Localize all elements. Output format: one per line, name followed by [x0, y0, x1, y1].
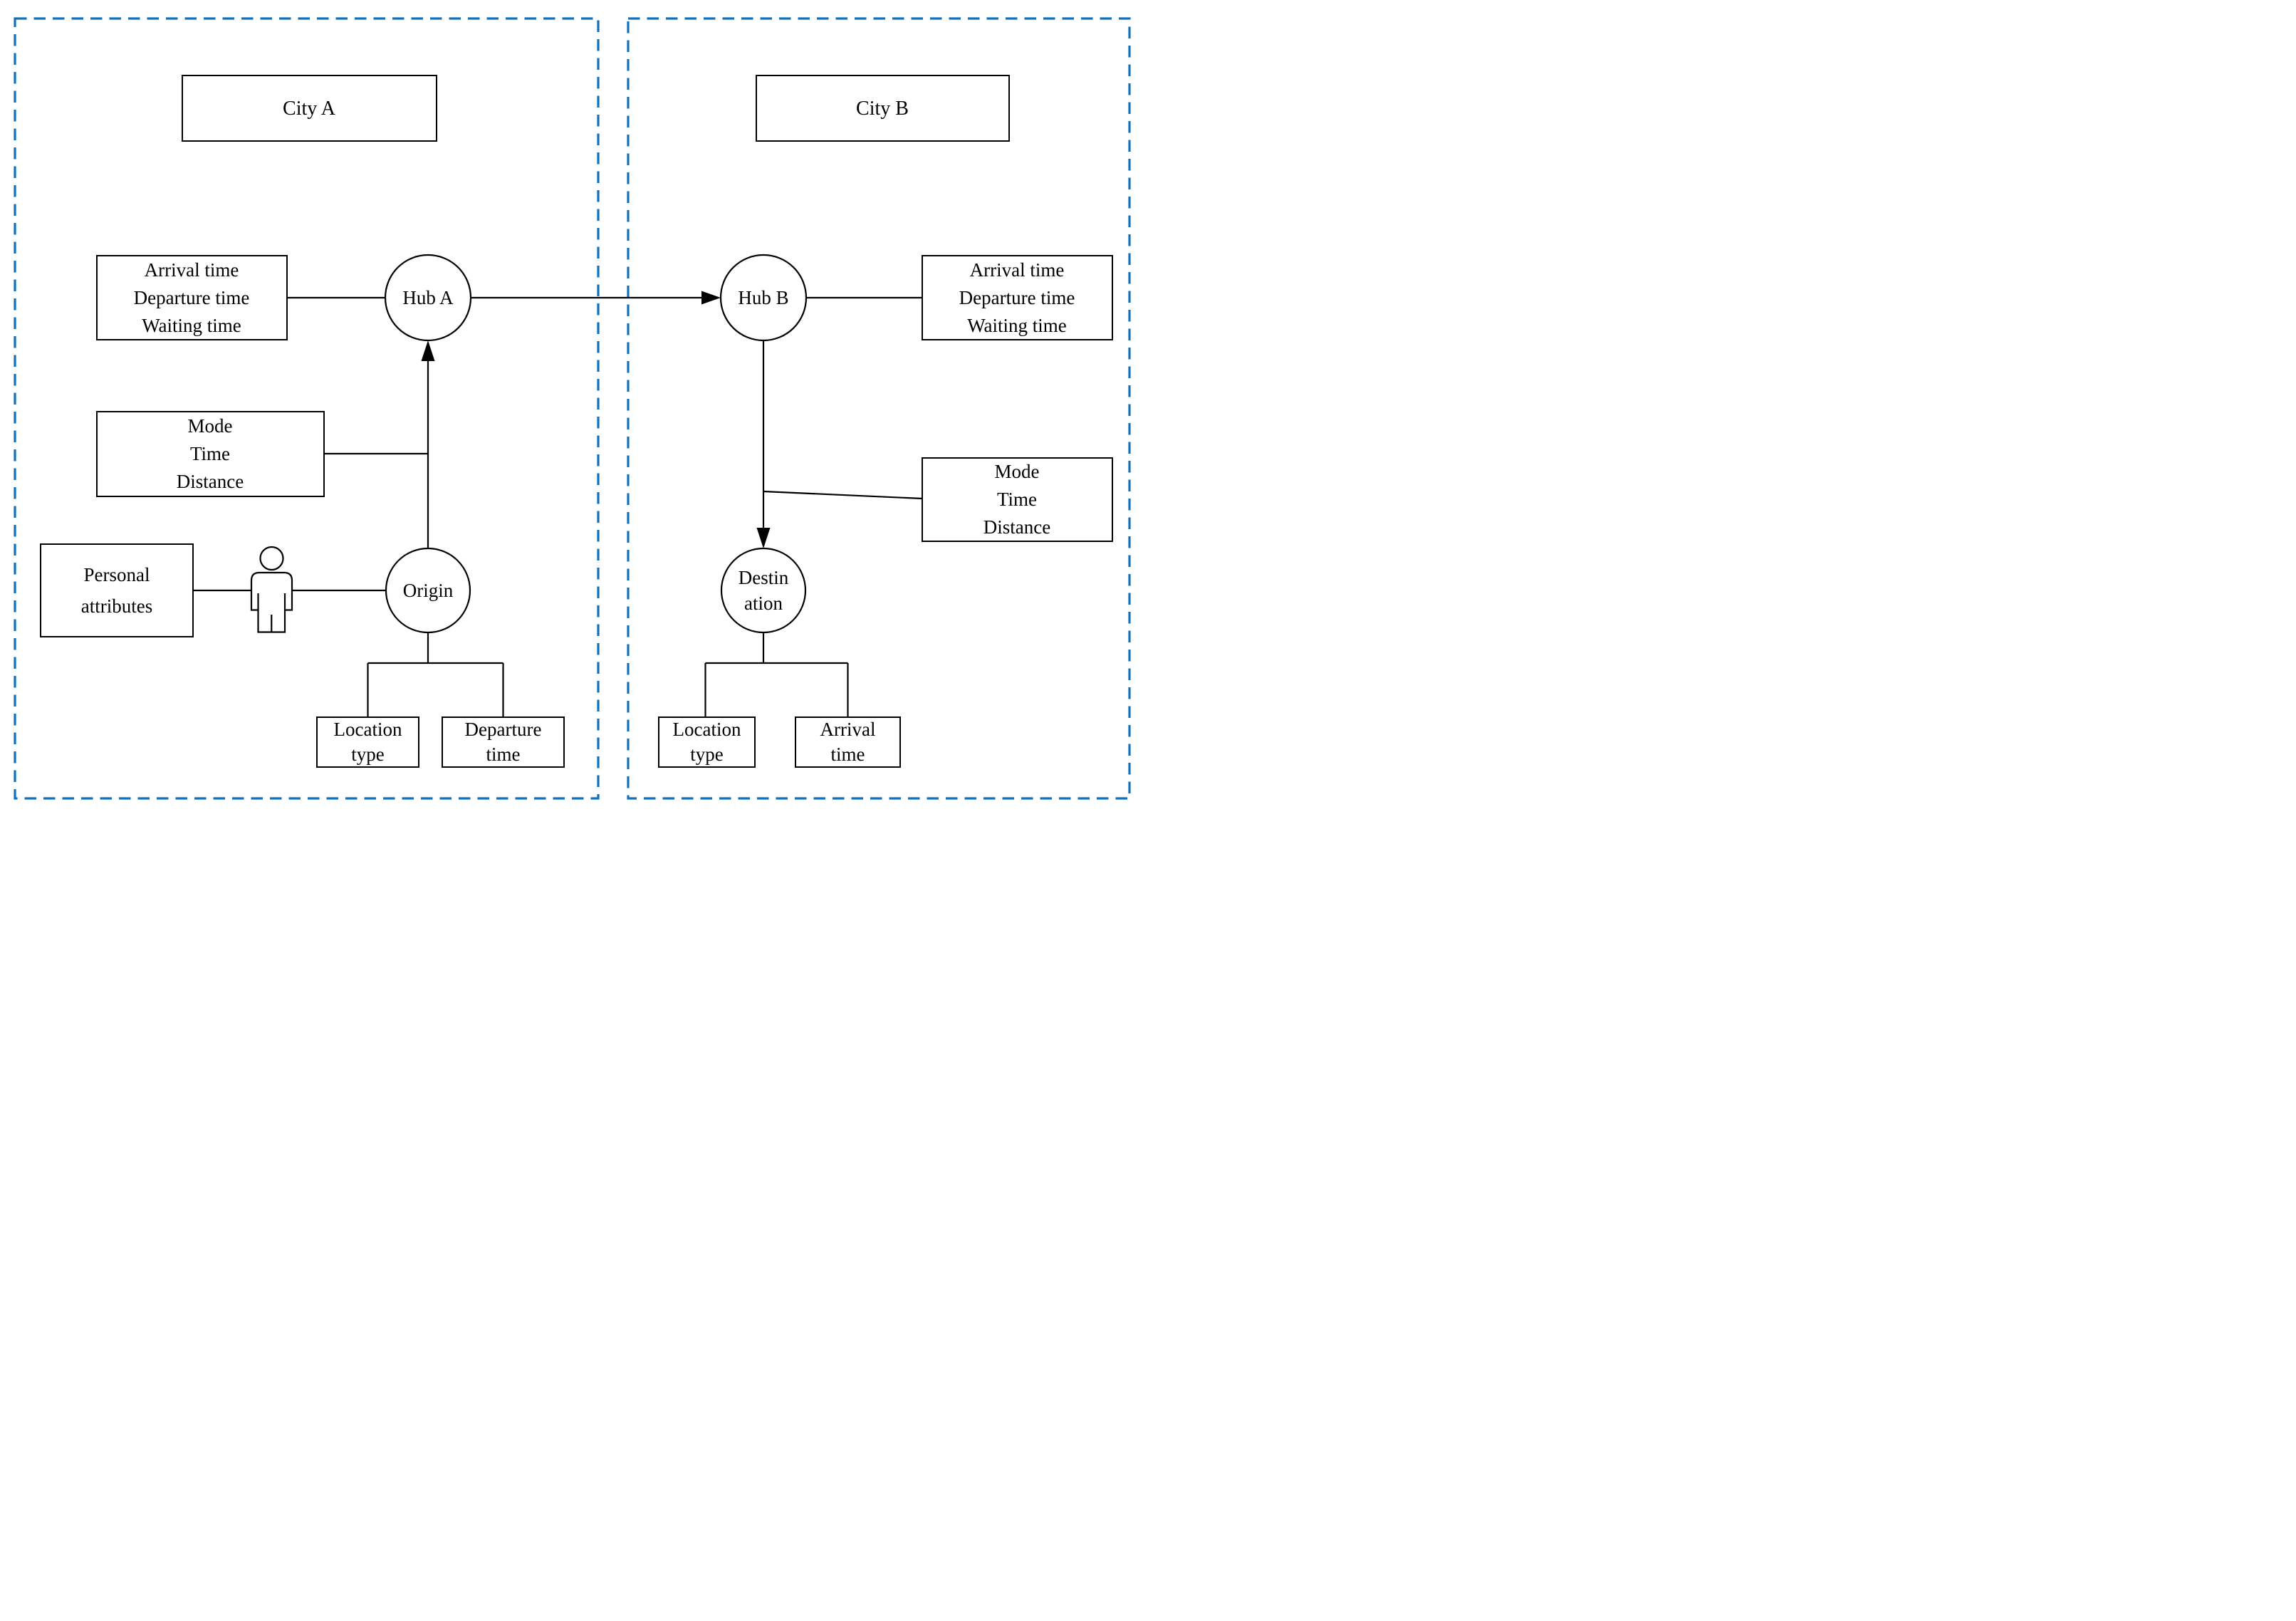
arrowhead-destination	[756, 528, 771, 548]
trip-b-attr-line2: Time	[997, 489, 1037, 510]
hub-b-attr-line2: Departure time	[959, 287, 1075, 308]
person-head	[259, 546, 284, 571]
person-body	[250, 571, 293, 633]
destination-arrival-line2: time	[831, 744, 865, 765]
trip-chain-diagram: City A City B Hub A Hub B Origin Destin …	[0, 0, 1148, 810]
destination-arrival-line1: Arrival	[820, 719, 876, 740]
edge-origin-children	[367, 632, 504, 717]
person-arm-lines	[257, 593, 286, 632]
trip-a-attr-line3: Distance	[177, 471, 244, 492]
city-a-title-box	[182, 75, 437, 142]
city-b-region-border	[627, 17, 1131, 800]
origin-location-line1: Location	[334, 719, 402, 740]
hub-b-node	[719, 254, 808, 342]
personal-attr-line1: Personal	[84, 564, 150, 585]
hub-a-attr-line2: Departure time	[134, 287, 250, 308]
destination-location-type-box	[658, 716, 756, 768]
hub-a-label: Hub A	[402, 287, 454, 308]
edge-trip-b-attrs	[763, 490, 923, 500]
hub-a-attr-line3: Waiting time	[142, 315, 241, 336]
hub-b-label: Hub B	[738, 287, 788, 308]
origin-departure-line1: Departure	[465, 719, 542, 740]
trip-b-attr-line1: Mode	[995, 461, 1040, 482]
trip-b-attributes-box	[922, 457, 1113, 542]
hub-a-node	[384, 254, 472, 342]
hub-b-attr-line1: Arrival time	[970, 259, 1065, 281]
trip-a-attributes-box	[96, 411, 325, 497]
origin-node	[385, 547, 471, 634]
origin-location-line2: type	[351, 744, 385, 765]
hub-b-attributes-box	[922, 255, 1113, 340]
city-a-region-border	[14, 17, 600, 800]
destination-location-line2: type	[690, 744, 724, 765]
hub-a-attr-line1: Arrival time	[145, 259, 239, 281]
destination-arrival-time-box	[795, 716, 901, 768]
destination-location-line1: Location	[673, 719, 741, 740]
trip-b-attr-line3: Distance	[983, 516, 1050, 538]
personal-attributes-box	[40, 543, 194, 637]
hub-b-attr-line3: Waiting time	[967, 315, 1067, 336]
origin-location-type-box	[316, 716, 419, 768]
hub-a-attributes-box	[96, 255, 288, 340]
destination-label-line2: ation	[744, 593, 783, 614]
edge-destination-children	[704, 632, 849, 717]
origin-departure-time-box	[442, 716, 565, 768]
city-b-title-box	[756, 75, 1010, 142]
destination-node	[720, 547, 807, 634]
city-a-title: City A	[283, 98, 336, 120]
trip-a-attr-line1: Mode	[188, 415, 233, 437]
trip-a-attr-line2: Time	[190, 443, 230, 464]
origin-departure-line2: time	[486, 744, 521, 765]
person-icon	[250, 546, 293, 633]
arrowhead-hub-a	[421, 340, 435, 361]
origin-label: Origin	[403, 580, 454, 601]
city-b-title: City B	[856, 98, 909, 120]
destination-label-line1: Destin	[739, 567, 789, 588]
personal-attr-line2: attributes	[81, 595, 152, 617]
arrowhead-hub-b	[701, 291, 721, 305]
